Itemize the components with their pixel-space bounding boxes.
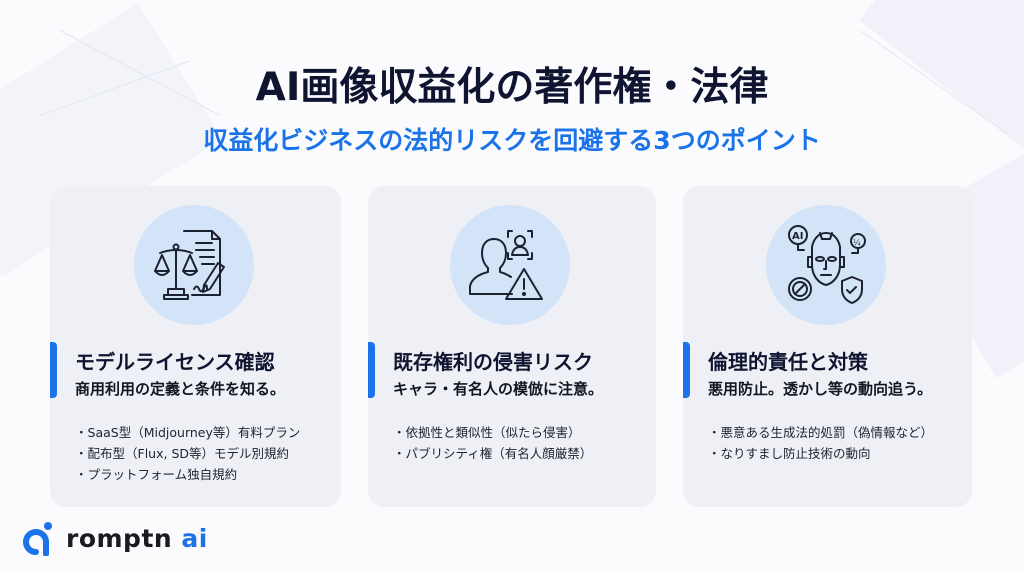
card-heading: 既存権利の侵害リスク: [393, 350, 593, 374]
card-ethics-responsibility: AI ¼ 倫理的責任と対策 悪用防止。透かし等の動向追う。 悪意ある生成法的処罰…: [683, 186, 972, 507]
card-rights-infringement: 既存権利の侵害リスク キャラ・有名人の模倣に注意。 依拠性と類似性（似たら侵害）…: [368, 186, 656, 507]
ai-ethics-robot-icon: AI ¼: [788, 225, 866, 304]
card-subheading: キャラ・有名人の模倣に注意。: [393, 380, 604, 398]
card-model-license: モデルライセンス確認 商用利用の定義と条件を知る。 SaaS型（Midjourn…: [50, 186, 341, 507]
accent-bar: [683, 342, 690, 398]
list-item: なりすまし防止技術の動向: [708, 443, 933, 464]
card-heading: モデルライセンス確認: [75, 350, 275, 374]
person-warning-icon: [469, 230, 543, 300]
brand-name-main: romptn: [66, 523, 173, 553]
list-item: パブリシティ権（有名人顔厳禁）: [393, 443, 593, 464]
card-bullet-list: 依拠性と類似性（似たら侵害） パブリシティ権（有名人顔厳禁）: [393, 422, 593, 464]
list-item: 配布型（Flux, SD等）モデル別規約: [75, 443, 300, 464]
romptn-logo-mark-icon: [23, 522, 52, 556]
accent-bar: [50, 342, 57, 398]
brand-name-accent: ai: [172, 523, 208, 553]
card-subheading: 商用利用の定義と条件を知る。: [75, 380, 286, 398]
list-item: SaaS型（Midjourney等）有料プラン: [75, 422, 301, 443]
svg-text:AI: AI: [792, 231, 803, 242]
scales-contract-icon: [154, 230, 225, 300]
list-item: 悪意ある生成法的処罰（偽情報など）: [708, 422, 934, 443]
page-title: AI画像収益化の著作権・法律: [255, 65, 769, 110]
brand-logo: romptn ai: [20, 520, 208, 556]
icon-circle: AI ¼: [766, 205, 886, 325]
card-subheading: 悪用防止。透かし等の動向追う。: [708, 380, 933, 398]
card-heading: 倫理的責任と対策: [708, 350, 868, 374]
icon-circle: [134, 205, 254, 325]
card-bullet-list: 悪意ある生成法的処罰（偽情報など） なりすまし防止技術の動向: [708, 422, 934, 464]
page-subtitle: 収益化ビジネスの法的リスクを回避する3つのポイント: [203, 126, 821, 155]
icon-circle: [450, 205, 570, 325]
brand-name: romptn ai: [66, 524, 208, 553]
list-item: 依拠性と類似性（似たら侵害）: [393, 422, 592, 443]
svg-text:¼: ¼: [853, 238, 861, 247]
card-bullet-list: SaaS型（Midjourney等）有料プラン 配布型（Flux, SD等）モデ…: [75, 422, 301, 485]
accent-bar: [368, 342, 375, 398]
list-item: プラットフォーム独自規約: [75, 464, 300, 485]
